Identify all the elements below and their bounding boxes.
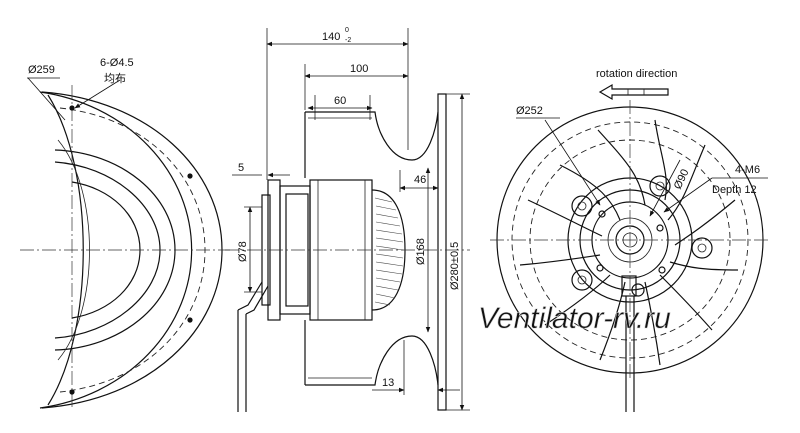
dim-60: 60 [334, 95, 346, 107]
dim-100: 100 [350, 63, 368, 75]
dim-5: 5 [238, 162, 244, 174]
left-view: Ø259 6-Ø4.5 均布 [20, 57, 230, 410]
dim-13: 13 [382, 377, 394, 389]
dia-259-label: Ø259 [28, 64, 55, 76]
dim-140-tol-lower: -2 [345, 37, 351, 44]
side-view: 140 0 -2 100 60 [225, 27, 470, 412]
holes-note-label: 均布 [104, 72, 126, 85]
mount-boss-4 [571, 269, 593, 291]
dim-140: 140 [322, 31, 340, 43]
dia-78: Ø78 [237, 241, 249, 262]
dia-252: Ø252 [516, 105, 543, 117]
watermark: Ventilator-rv.ru [478, 302, 671, 335]
holes-label: 6-Ø4.5 [100, 57, 134, 69]
dim-46: 46 [414, 174, 426, 186]
thread-label: 4-M6 [735, 164, 760, 176]
dia-280: Ø280±0.5 [449, 242, 461, 290]
dia-90: Ø90 [672, 167, 692, 191]
rotation-direction-label: rotation direction [596, 68, 677, 80]
front-view: rotation direction Ø252 Ø90 4-M6 Depth 1… [490, 68, 770, 412]
dia-168: Ø168 [415, 238, 427, 265]
mount-boss-2 [649, 175, 671, 197]
mount-boss-3 [691, 237, 713, 259]
depth-label: Depth 12 [712, 184, 757, 196]
mount-boss-1 [571, 195, 593, 217]
dim-140-tol-upper: 0 [345, 27, 349, 34]
